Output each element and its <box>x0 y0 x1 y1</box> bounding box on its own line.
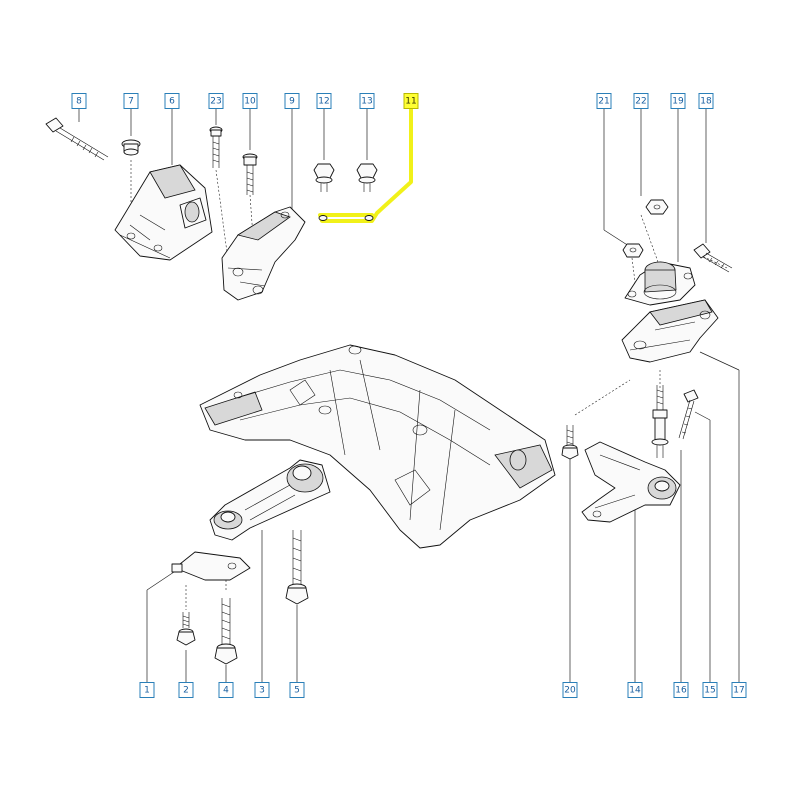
callout-number: 11 <box>405 97 416 107</box>
callout-4: 4 <box>218 682 234 698</box>
bolt-icon <box>561 425 579 460</box>
callout-6: 6 <box>164 93 180 109</box>
callout-box <box>71 93 87 109</box>
bolt-icon <box>242 153 258 195</box>
callout-number: 10 <box>244 97 256 107</box>
long-bolt-icon <box>45 117 109 161</box>
callout-box <box>208 93 224 109</box>
rubber-mount-icon <box>624 261 696 306</box>
callout-box <box>562 682 578 698</box>
callout-14: 14 <box>627 682 643 698</box>
leader-lines <box>78 109 740 682</box>
callout-number: 5 <box>294 686 300 696</box>
gearbox-bracket-icon <box>621 299 719 363</box>
callout-box <box>359 93 375 109</box>
callout-9: 9 <box>284 93 300 109</box>
callout-11: 11 <box>403 93 419 109</box>
callout-number: 16 <box>675 686 687 696</box>
callout-box <box>164 93 180 109</box>
bolt-icon <box>209 126 223 168</box>
callout-10: 10 <box>242 93 258 109</box>
callout-box <box>633 93 649 109</box>
callout-7: 7 <box>123 93 139 109</box>
callout-number: 14 <box>629 686 641 696</box>
callout-box <box>123 93 139 109</box>
callout-box <box>284 93 300 109</box>
nut-icon <box>645 199 669 215</box>
bolt-icon <box>678 389 699 440</box>
nut-icon <box>313 163 335 192</box>
callout-2: 2 <box>178 682 194 698</box>
callout-23: 23 <box>208 93 224 109</box>
callout-number: 21 <box>598 97 609 107</box>
callout-3: 3 <box>254 682 270 698</box>
bolt-icon <box>121 139 141 156</box>
callout-box <box>670 93 686 109</box>
callout-box <box>242 93 258 109</box>
nut-icon <box>356 163 378 192</box>
callout-number: 18 <box>700 97 712 107</box>
callout-number: 17 <box>733 686 744 696</box>
callout-number: 12 <box>318 97 329 107</box>
bolt-icon <box>176 612 196 646</box>
bolt-icon <box>693 243 733 273</box>
callout-8: 8 <box>71 93 87 109</box>
callout-number: 13 <box>361 97 372 107</box>
subframe-icon <box>199 344 556 549</box>
highlight-leader <box>318 107 413 223</box>
callout-1: 1 <box>139 682 155 698</box>
callout-5: 5 <box>289 682 305 698</box>
callout-number: 19 <box>672 97 684 107</box>
nut-icon <box>622 243 644 258</box>
callout-box <box>596 93 612 109</box>
callout-box <box>254 682 270 698</box>
bracket-icon <box>221 206 306 301</box>
callout-box <box>627 682 643 698</box>
callout-number: 9 <box>289 97 295 107</box>
callout-18: 18 <box>698 93 714 109</box>
callout-number: 8 <box>76 97 82 107</box>
arm-bracket-icon <box>581 441 681 523</box>
callout-17: 17 <box>731 682 747 698</box>
callout-box <box>316 93 332 109</box>
callout-number: 23 <box>210 97 221 107</box>
callout-box <box>139 682 155 698</box>
callout-number: 2 <box>183 686 189 696</box>
callout-box <box>289 682 305 698</box>
callout-number: 1 <box>144 686 150 696</box>
bolt-icon <box>285 530 309 605</box>
callout-22: 22 <box>633 93 649 109</box>
callout-box <box>673 682 689 698</box>
small-bracket-icon <box>171 551 251 581</box>
stud-icon <box>651 385 669 458</box>
callout-16: 16 <box>673 682 689 698</box>
callout-19: 19 <box>670 93 686 109</box>
callout-number: 6 <box>169 97 175 107</box>
washer-icon <box>318 215 374 221</box>
callout-15: 15 <box>702 682 718 698</box>
callout-box <box>702 682 718 698</box>
callout-21: 21 <box>596 93 612 109</box>
callout-box <box>178 682 194 698</box>
callout-box <box>731 682 747 698</box>
callout-number: 22 <box>635 97 646 107</box>
callout-number: 15 <box>704 686 715 696</box>
torque-rod-icon <box>209 459 331 541</box>
callout-number: 4 <box>223 686 229 696</box>
bolt-icon <box>214 598 238 665</box>
callout-13: 13 <box>359 93 375 109</box>
engine-mount-icon <box>114 164 213 261</box>
callout-20: 20 <box>562 682 578 698</box>
callout-box <box>698 93 714 109</box>
callout-number: 20 <box>564 686 576 696</box>
callout-number: 7 <box>128 97 134 107</box>
callout-number: 3 <box>259 686 265 696</box>
callout-box <box>218 682 234 698</box>
callout-box <box>403 93 419 109</box>
callout-12: 12 <box>316 93 332 109</box>
